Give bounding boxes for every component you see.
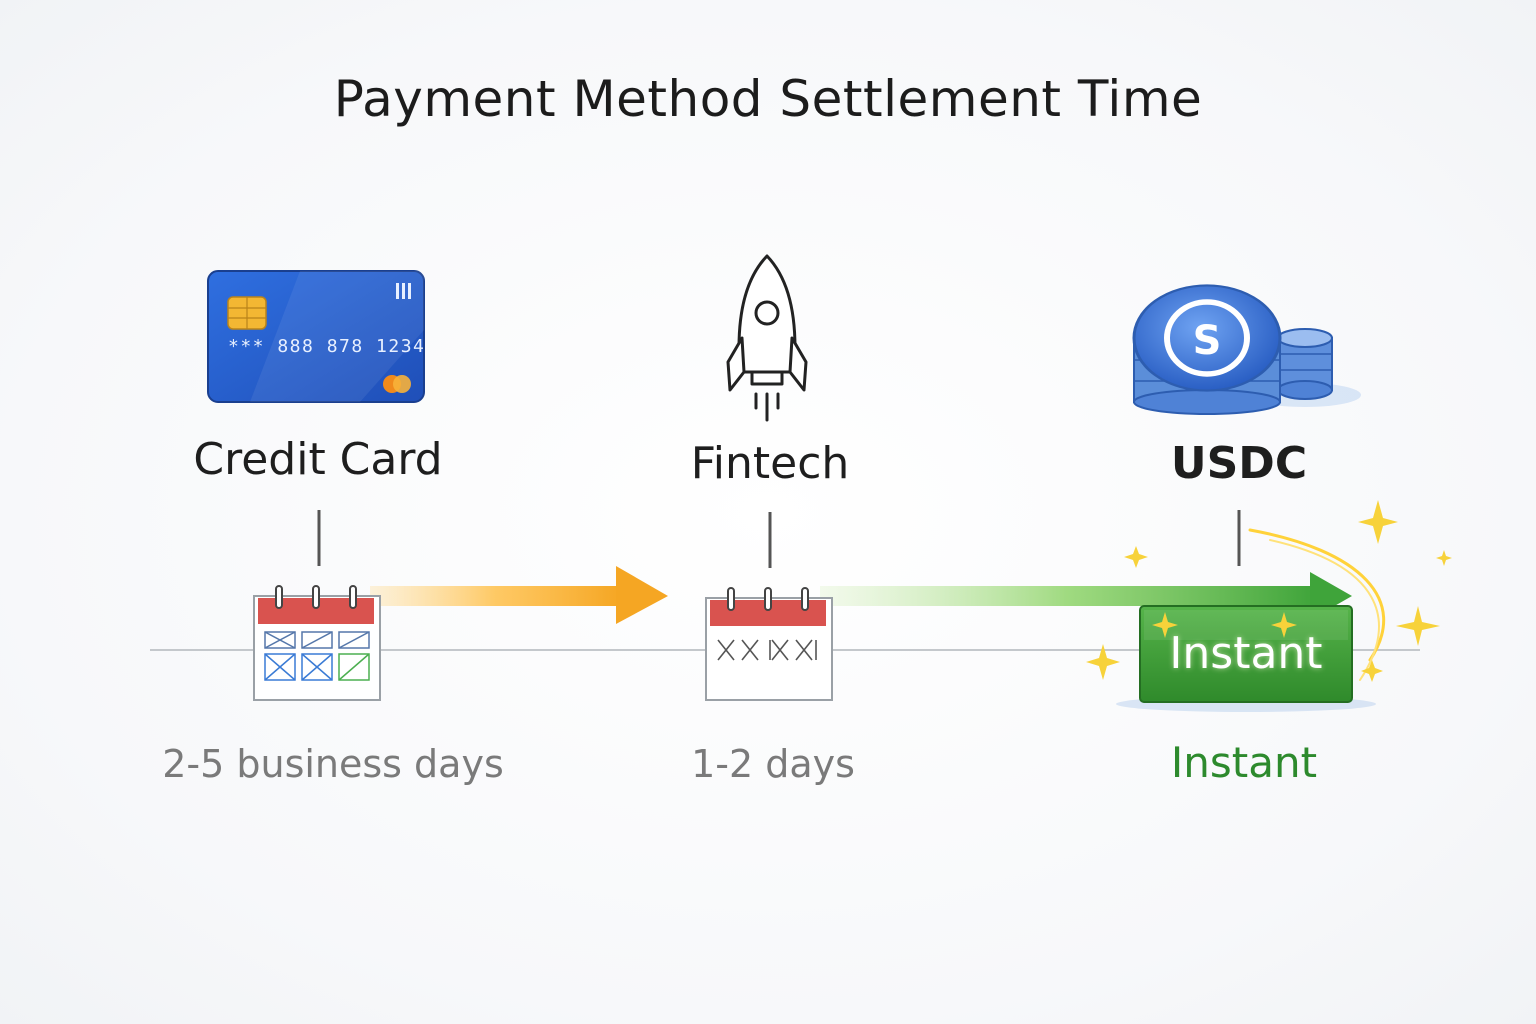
calendar-icon [705,587,833,701]
settlement-time-credit-card: 2-5 business days [162,742,504,786]
credit-card-icon [207,270,425,403]
usdc-coin-icon: S [1132,284,1361,415]
sparkle-icon [1086,500,1452,682]
method-label-usdc: USDC [1170,438,1308,489]
method-label-fintech: Fintech [690,438,850,489]
instant-badge-text: Instant [1169,628,1323,679]
settlement-time-usdc: Instant [1170,738,1318,787]
orange-arrow-icon [370,566,668,624]
speed-streaks [999,528,1386,687]
method-label-credit-card: Credit Card [193,434,443,485]
settlement-time-fintech: 1-2 days [691,742,855,786]
card-number-text: *** 888 878 1234 [228,336,426,357]
page-title: Payment Method Settlement Time [333,70,1203,128]
rocket-icon [726,254,808,422]
calendar-icon [253,585,381,701]
dollar-sign-icon: S [1193,318,1222,364]
